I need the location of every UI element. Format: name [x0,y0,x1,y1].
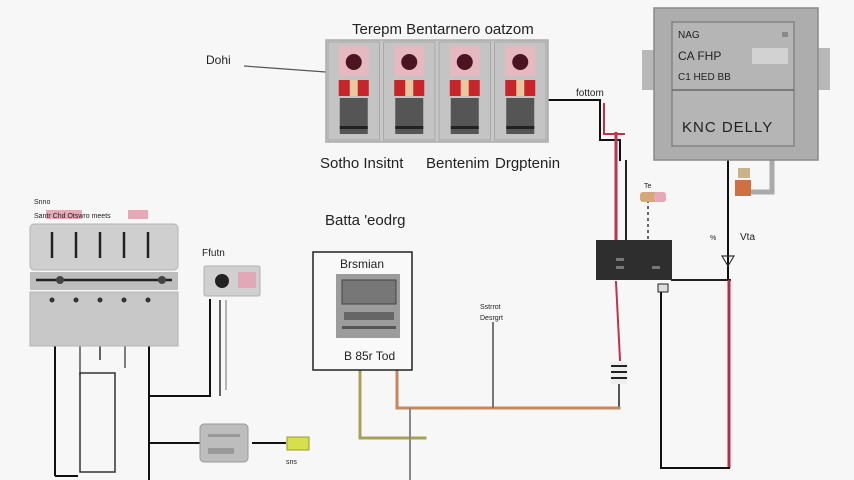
meter-row-2: CA FHP [678,49,721,63]
wire-strip-branch-1 [148,299,211,397]
breaker-panel-title: Terepm Bentarnero oatzom [352,21,534,38]
junction-label-line2: Desrgrt [480,315,503,322]
arrow-down-icon [720,255,736,268]
bottom-module: sns [199,423,310,466]
fuse-label: Te [644,183,652,190]
breaker-contact [460,80,469,96]
terminal-strip-title: Snno [34,199,50,206]
meter-box-side-left [642,50,654,90]
breaker-knob [512,54,529,70]
breaker-contact [405,80,414,96]
sensor: Ffutn [202,248,261,297]
terminal-strip: Snno Santr Chd Otswro meets [29,199,179,473]
wire-panel-right [547,99,621,161]
meter-row-1: NAG [678,30,700,41]
breaker[interactable] [327,41,380,141]
wire-right-loop [660,284,730,469]
center-display-strip [342,326,396,329]
wires [54,65,775,480]
junction-label-line1: Sstrrot [480,304,501,311]
meter-brand: KNC DELLY [682,119,773,136]
breaker-contact [516,80,525,96]
meter-box-side-right [816,48,830,90]
junction-tab [657,283,669,293]
breaker-caption-1: Sotho Insitnt [320,155,404,172]
coil [611,362,627,384]
junction-box-slot-2 [616,266,624,269]
terminal-strip-subtitle-bg [46,210,82,219]
bottom-module-body [199,423,249,463]
breaker-switch-line [506,126,535,129]
bottom-module-line-2 [208,448,234,454]
breaker-switch-line [450,126,479,129]
meter-row-3: C1 HED BB [678,72,731,83]
junction-box-slot-1 [616,258,624,261]
terminal-screw[interactable] [49,297,55,303]
breaker-switch-line [339,126,368,129]
terminal-screw[interactable] [73,297,79,303]
breaker-switch-line [395,126,424,129]
right-label-vta: Vta [740,232,755,243]
wire-junction-down [614,280,622,362]
wire-meter-gray [739,155,775,195]
breaker-caption-3: Drgptenin [495,155,560,172]
terminal-screw[interactable] [121,297,127,303]
bottom-tag-label: sns [286,459,297,466]
center-box-footer: B 85r Tod [344,349,395,363]
breaker-panel: Terepm Bentarnero oatzom Dohi fottom Sot… [206,21,604,172]
sensor-indicator [238,272,256,288]
terminal-screw-right [158,276,166,284]
fuse: Te [640,183,666,202]
breaker-caption-2: Bentenim [426,155,489,172]
wire-orange-bus [395,368,621,410]
right-label-percent: % [710,235,716,242]
junction-box-body [596,240,672,280]
breaker-contact [349,80,358,96]
bottom-module-line-1 [208,434,240,437]
meter-plug-orange [735,180,751,196]
terminal-screw[interactable] [145,297,151,303]
center-display-bar [344,312,394,320]
breaker-knob [345,54,362,70]
breaker-knob [401,54,418,70]
meter-box-inner [671,21,795,147]
terminal-strip-box [79,372,116,473]
terminal-screw[interactable] [97,297,103,303]
breaker[interactable] [494,41,547,141]
meter-display [752,48,788,64]
meter-indicator [782,32,788,37]
center-module: Batta 'eodrg Brsmian B 85r Tod [312,212,413,371]
breaker[interactable] [438,41,491,141]
breaker-knob [456,54,473,70]
breaker[interactable] [383,41,436,141]
terminal-strip-subtitle: Santr Chd Otswro meets [34,213,111,220]
wire-panel-right-red [603,103,625,135]
junction-label: Sstrrot Desrgrt [480,304,503,322]
bottom-tag [286,436,310,451]
sensor-knob [215,274,229,288]
callout-line-dohi [243,65,327,73]
junction-box [596,240,672,293]
wire-yellow-loop [358,368,427,440]
meter-plug-green [738,168,750,178]
junction-box-slot-3 [652,266,660,269]
terminal-strip-top [29,223,179,271]
center-display-screen [341,279,397,305]
terminal-screw-left [56,276,64,284]
terminal-strip-subtitle-bg-2 [128,210,148,219]
center-section-title: Batta 'eodrg [325,212,405,229]
callout-label-right: fottom [576,88,604,99]
callout-label-dohi: Dohi [206,53,231,67]
sensor-label: Ffutn [202,248,225,259]
meter-box: NAG CA FHP C1 HED BB KNC DELLY [642,7,830,196]
center-box-title: Brsmian [340,257,384,271]
fuse-cap [654,192,666,202]
terminal-strip-bottom [29,291,179,347]
